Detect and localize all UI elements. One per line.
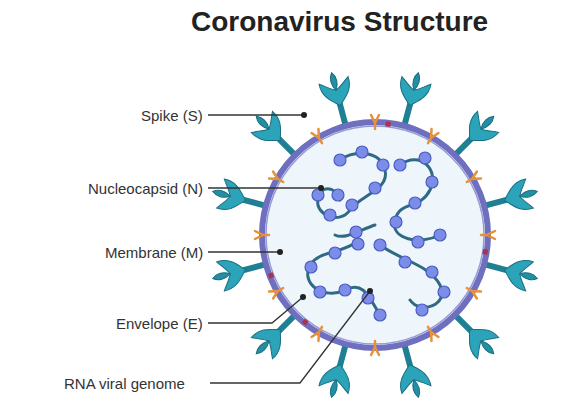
rna-strand <box>308 240 380 315</box>
membrane-protein <box>312 325 326 341</box>
membrane-protein <box>255 231 269 239</box>
nucleocapsid-protein <box>352 238 364 250</box>
nucleocapsid-protein <box>416 304 428 316</box>
membrane-protein <box>269 285 285 299</box>
envelope-proteins <box>268 121 488 325</box>
nucleocapsid-protein <box>438 286 450 298</box>
membrane-protein <box>465 172 481 186</box>
rna-strand <box>318 153 386 217</box>
membrane-protein <box>371 115 379 129</box>
nucleocapsid-protein <box>374 309 386 321</box>
leader-line <box>208 251 280 252</box>
leader-line <box>210 291 370 383</box>
leader-line <box>208 187 321 188</box>
rna-strands <box>308 153 442 315</box>
nucleocapsid-protein <box>399 256 411 268</box>
leader-dot <box>277 249 283 255</box>
viral-membrane <box>262 122 488 348</box>
membrane-protein <box>371 341 379 355</box>
nucleocapsid-protein <box>350 226 362 238</box>
nucleocapsid-protein <box>409 197 421 209</box>
leader-dot <box>367 288 373 294</box>
nucleocapsid-protein <box>334 154 346 166</box>
leader-lines <box>208 115 370 383</box>
nucleocapsid-protein <box>426 266 438 278</box>
leader-line <box>208 297 303 323</box>
envelope-protein <box>482 249 488 255</box>
membrane-protein <box>465 285 481 299</box>
part-label: Nucleocapsid (N) <box>88 180 203 197</box>
nucleocapsid-protein <box>329 247 341 259</box>
rna-strand <box>394 160 440 240</box>
leader-dots <box>277 112 373 300</box>
rna-strand <box>380 245 442 307</box>
membrane-protein <box>269 172 285 186</box>
membrane-proteins <box>255 115 495 355</box>
diagram-title: Coronavirus Structure <box>191 6 488 38</box>
part-label: RNA viral genome <box>64 375 185 392</box>
nucleocapsid-protein <box>332 189 344 201</box>
part-label: Membrane (M) <box>105 244 203 261</box>
nucleocapsid-protein <box>426 176 438 188</box>
nucleocapsid-protein <box>412 236 424 248</box>
envelope-protein <box>302 318 309 325</box>
nucleocapsid-protein <box>305 261 317 273</box>
nucleocapsid-protein <box>346 199 358 211</box>
membrane-protein <box>425 325 439 341</box>
nucleocapsid-protein <box>339 284 351 296</box>
membrane-protein <box>312 129 326 145</box>
nucleocapsid-protein <box>374 239 386 251</box>
membrane-inner-line <box>266 126 484 344</box>
envelope-protein <box>385 121 391 127</box>
part-label: Spike (S) <box>141 107 203 124</box>
leader-line <box>208 114 304 115</box>
nucleocapsid-protein <box>312 189 324 201</box>
nucleocapsid-protein <box>369 182 381 194</box>
leader-dot <box>318 185 324 191</box>
nucleocapsid-protein <box>377 159 389 171</box>
nucleocapsid-protein <box>314 286 326 298</box>
membrane-protein <box>481 231 495 239</box>
nucleocapsid-proteins <box>305 146 450 321</box>
leader-dot <box>301 112 307 118</box>
leader-dot <box>300 294 306 300</box>
nucleocapsid-protein <box>419 152 431 164</box>
nucleocapsid-protein <box>394 159 406 171</box>
nucleocapsid-protein <box>356 146 368 158</box>
envelope-protein <box>268 272 274 278</box>
spike-proteins <box>209 69 541 401</box>
nucleocapsid-protein <box>390 216 402 228</box>
nucleocapsid-protein <box>324 209 336 221</box>
part-label: Envelope (E) <box>116 315 203 332</box>
membrane-protein <box>425 129 439 145</box>
nucleocapsid-protein <box>434 229 446 241</box>
